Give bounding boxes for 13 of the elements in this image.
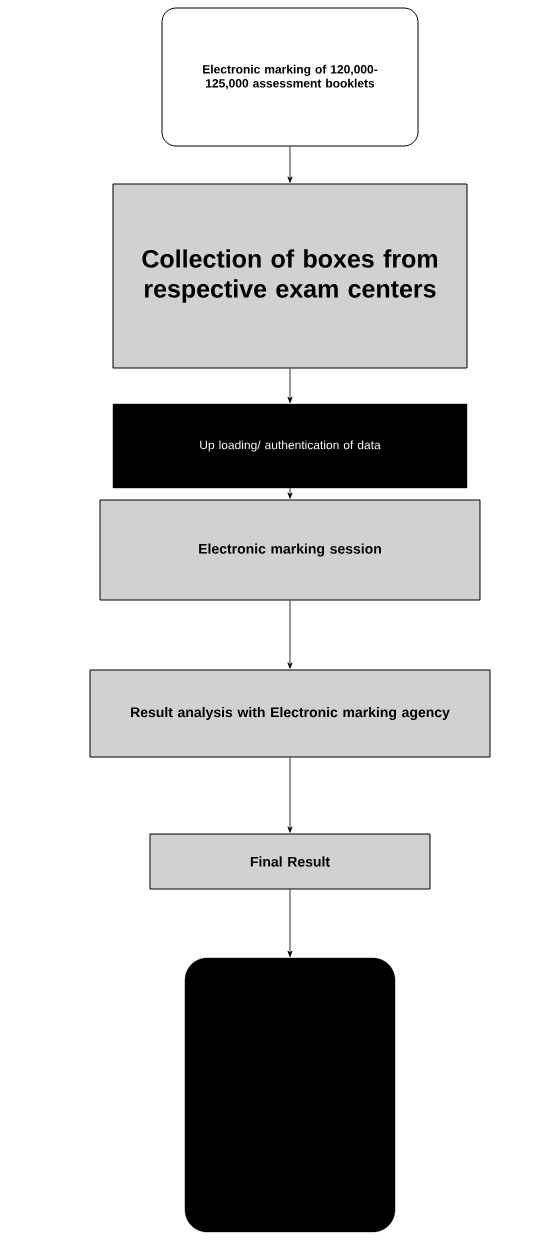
process-box: Result analysis with Electronic marking agency xyxy=(89,669,491,758)
arrow xyxy=(287,757,293,833)
arrow xyxy=(287,146,293,183)
process-box: Collection of boxes from respective exam centers xyxy=(112,183,468,369)
arrow xyxy=(287,487,293,499)
process-box: Final Result xyxy=(149,833,431,890)
arrow xyxy=(287,889,293,958)
process-box: Up loading/ authentication of data xyxy=(112,403,468,489)
process-box: Electronic marking session xyxy=(99,499,481,601)
process-box: Electronic marking of 120,000-125,000 assessment booklets xyxy=(161,7,419,147)
rounded-box xyxy=(184,957,396,1233)
arrow xyxy=(287,368,293,404)
arrow xyxy=(287,600,293,669)
